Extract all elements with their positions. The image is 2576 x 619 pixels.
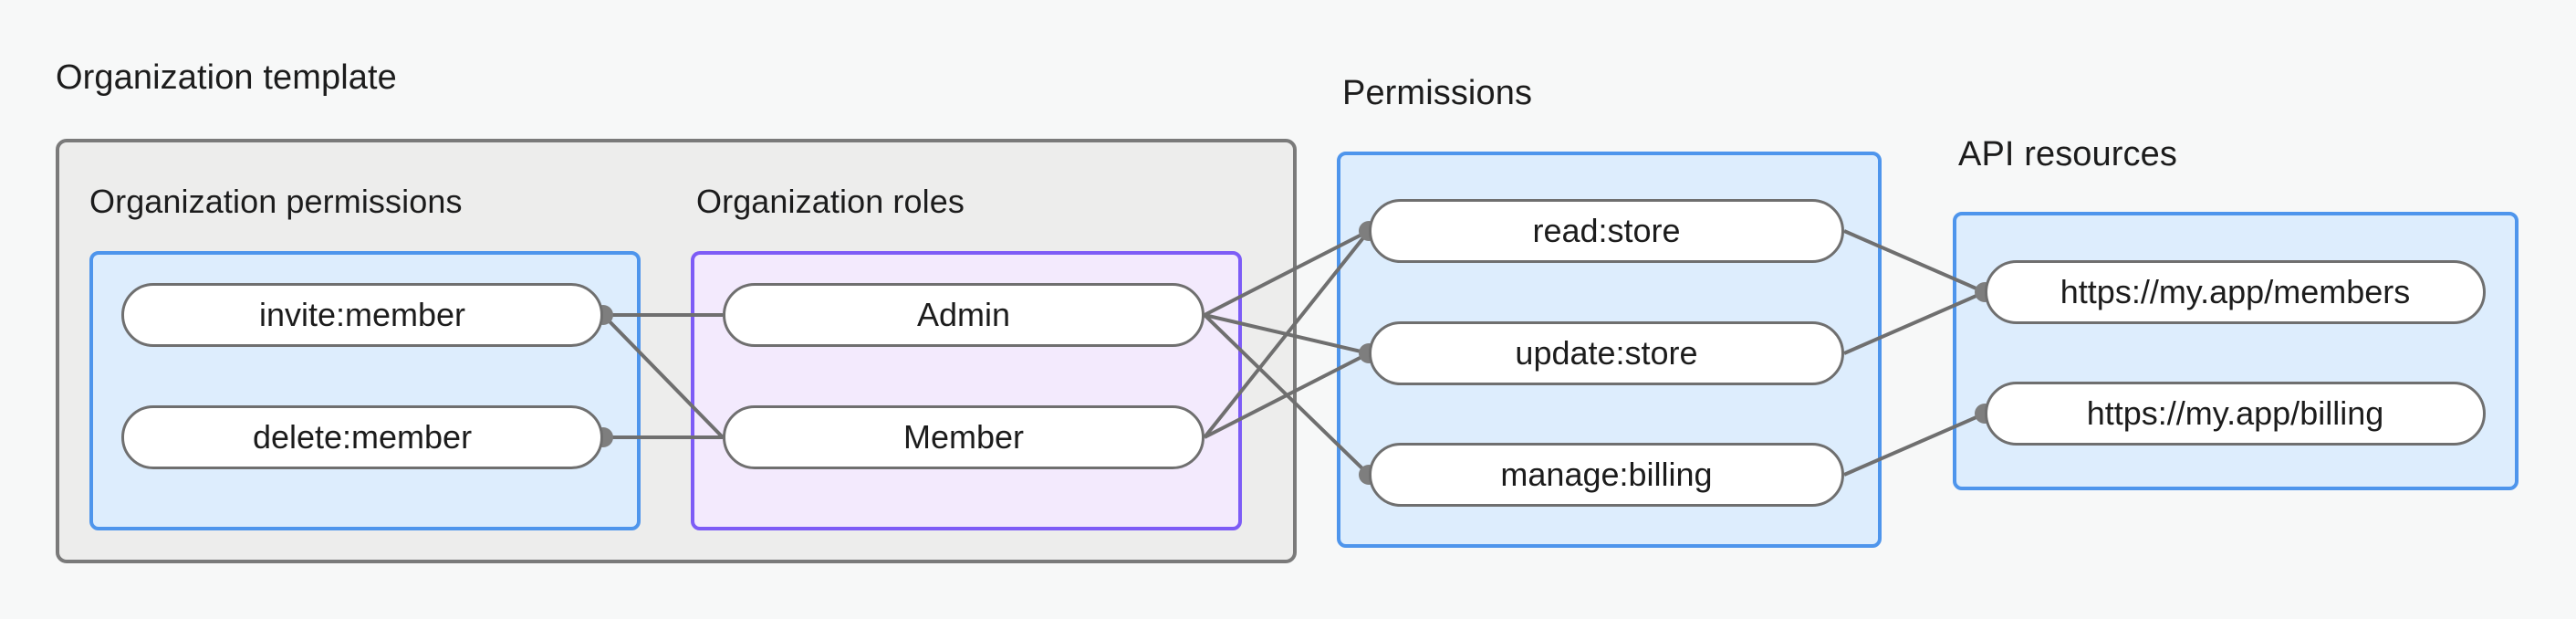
node-read-store[interactable]: read:store <box>1369 199 1844 263</box>
organization-template-label: Organization template <box>56 58 397 97</box>
node-delete-member[interactable]: delete:member <box>121 405 603 469</box>
node-members-resource[interactable]: https://my.app/members <box>1985 260 2486 324</box>
organization-permissions-label: Organization permissions <box>89 183 463 220</box>
permissions-label: Permissions <box>1342 74 1533 112</box>
organization-roles-label: Organization roles <box>696 183 965 220</box>
node-update-store[interactable]: update:store <box>1369 321 1844 385</box>
node-billing-resource[interactable]: https://my.app/billing <box>1985 382 2486 446</box>
node-admin[interactable]: Admin <box>723 283 1205 347</box>
node-manage-billing[interactable]: manage:billing <box>1369 443 1844 507</box>
node-invite-member[interactable]: invite:member <box>121 283 603 347</box>
api-resources-label: API resources <box>1958 135 2177 173</box>
node-member[interactable]: Member <box>723 405 1205 469</box>
api-resources-group <box>1953 212 2519 490</box>
